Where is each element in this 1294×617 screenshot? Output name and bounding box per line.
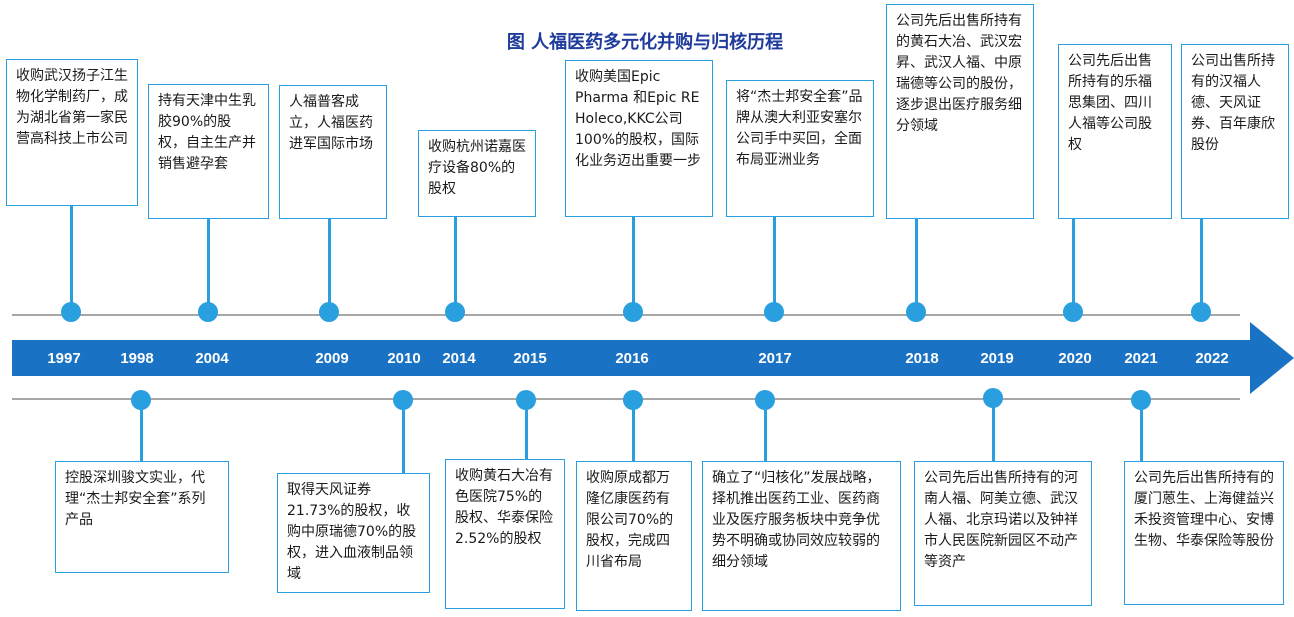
milestone-dot [131,390,151,410]
milestone-dot [393,390,413,410]
event-box-2019: 公司先后出售所持有的河南人福、阿美立德、武汉人福、北京玛诺以及钟祥市人民医院新园… [914,461,1092,606]
event-box-2017-top: 将“杰士邦安全套”品牌从澳大利亚安塞尔公司手中买回，全面布局亚洲业务 [726,80,874,217]
connector [773,216,776,312]
milestone-dot [61,302,81,322]
year-2004: 2004 [195,350,229,367]
connector [454,216,457,312]
milestone-dot [319,302,339,322]
connector [328,218,331,312]
event-box-2009: 人福普客成立，人福医药进军国际市场 [279,85,387,219]
event-box-2022: 公司出售所持有的汉福人德、天风证券、百年康欣股份 [1181,44,1289,219]
connector [1140,400,1143,462]
connector [207,218,210,312]
connector [632,400,635,462]
year-2020: 2020 [1058,350,1092,367]
year-2016: 2016 [615,350,649,367]
connector [915,218,918,312]
milestone-dot [445,302,465,322]
diagram-title: 图 人福医药多元化并购与归核历程 [506,32,784,53]
event-box-1997: 收购武汉扬子江生物化学制药厂，成为湖北省第一家民营高科技上市公司 [6,59,138,206]
event-box-2020: 公司先后出售所持有的乐福思集团、四川人福等公司股权 [1058,44,1172,219]
milestone-dot [623,302,643,322]
milestone-dot [906,302,926,322]
event-box-2018: 公司先后出售所持有的黄石大冶、武汉宏昇、武汉人福、中原瑞德等公司的股份，逐步退出… [886,4,1034,219]
milestone-dot [1131,390,1151,410]
event-box-2015: 收购黄石大冶有色医院75%的股权、华泰保险2.52%的股权 [445,459,565,609]
milestone-dot [983,388,1003,408]
event-box-2016-top: 收购美国Epic Pharma 和Epic RE Holeco,KKC公司100… [565,60,713,217]
connector [632,216,635,312]
connector [1072,218,1075,312]
connector [764,400,767,462]
year-2010: 2010 [387,350,421,367]
year-2022: 2022 [1195,350,1229,367]
connector [1200,218,1203,312]
connector [70,205,73,312]
event-box-2021: 公司先后出售所持有的厦门蒽生、上海健益兴禾投资管理中心、安博生物、华泰保险等股份 [1124,461,1284,605]
year-2009: 2009 [315,350,349,367]
milestone-dot [1191,302,1211,322]
milestone-dot [516,390,536,410]
event-box-2017-bottom: 确立了“归核化”发展战略，择机推出医药工业、医药商业及医疗服务板块中竞争优势不明… [702,461,901,611]
year-1998: 1998 [120,350,154,367]
year-2018: 2018 [905,350,939,367]
milestone-dot [1063,302,1083,322]
event-box-2004: 持有天津中生乳胶90%的股权，自主生产并销售避孕套 [148,84,269,219]
milestone-dot [764,302,784,322]
connector [140,400,143,462]
year-2021: 2021 [1124,350,1158,367]
year-1997: 1997 [47,350,81,367]
event-box-1998: 控股深圳骏文实业，代理“杰士邦安全套”系列产品 [55,461,229,573]
year-2014: 2014 [442,350,476,367]
connector [992,398,995,462]
milestone-dot [198,302,218,322]
year-2015: 2015 [513,350,547,367]
milestone-dot [623,390,643,410]
connector [525,400,528,460]
year-2019: 2019 [980,350,1014,367]
year-2017: 2017 [758,350,792,367]
event-box-2016-bottom: 收购原成都万隆亿康医药有限公司70%的股权，完成四川省布局 [576,461,692,611]
milestone-dot [755,390,775,410]
connector [402,400,405,474]
event-box-2014: 收购杭州诺嘉医疗设备80%的股权 [418,130,536,217]
event-box-2010: 取得天风证券21.73%的股权，收购中原瑞德70%的股权，进入血液制品领域 [277,473,430,593]
